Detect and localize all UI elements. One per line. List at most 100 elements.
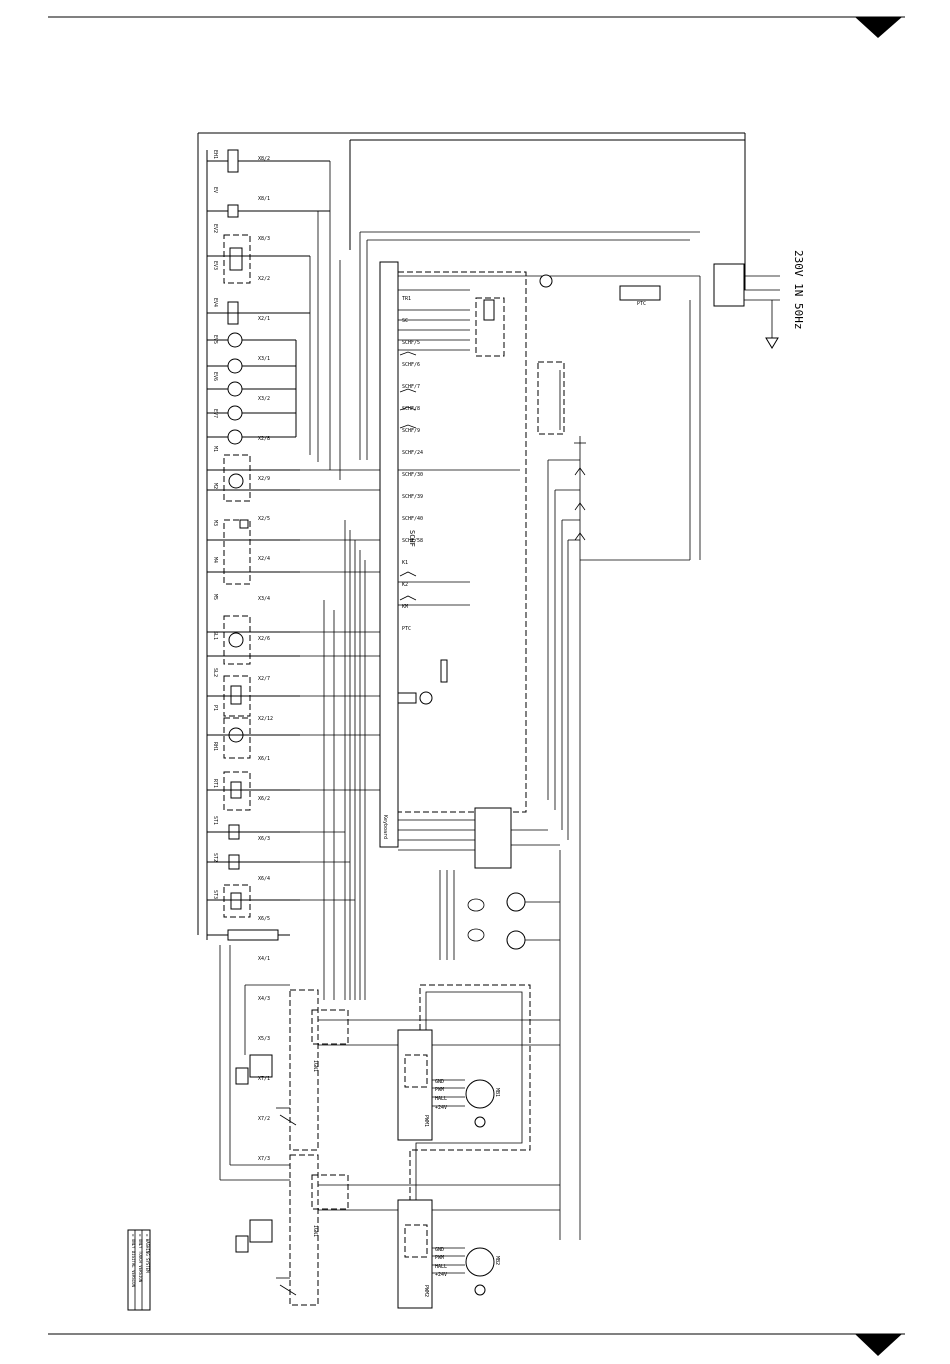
component-label-st3: ST3 (212, 890, 218, 899)
ptc-label: PTC (637, 301, 646, 307)
component-label-rh1: RH1 (212, 742, 218, 751)
component-label-schf-40: SCHF/40 (402, 516, 423, 522)
connector-label-x4-1: X4/1 (258, 956, 270, 962)
board-pin-rows (398, 289, 520, 606)
fan-terminal-hall-2: HALL (435, 1264, 447, 1270)
component-m2 (207, 615, 300, 665)
component-label-km: KM (402, 604, 408, 610)
pwm-controller-1: PWM1 GND PWM HALL +24V MB1 (397, 1029, 500, 1141)
component-label-p1: P1 (212, 705, 218, 711)
connector-label-x2-2: X2/2 (258, 276, 270, 282)
fan-terminal-hall: HALL (435, 1096, 447, 1102)
keyboard-label: Keyboard (382, 815, 388, 839)
pwm2-label: PWM2 (423, 1285, 429, 1297)
component-ev2 (207, 234, 310, 284)
connector-label-x7-3: X7/3 (258, 1156, 270, 1162)
triangle-down-icon (855, 17, 902, 38)
component-label-schf-6: SCHF/6 (402, 362, 420, 368)
component-label-sl2: SL2 (212, 668, 218, 677)
component-bottom-sensor (207, 929, 290, 941)
upper-motors (439, 870, 560, 960)
connector-label-x6-2: X6/2 (258, 796, 270, 802)
component-label-ev4: EV4 (212, 298, 218, 307)
component-label-m2: M2 (212, 483, 218, 489)
component-label-schf-5: SCHF/5 (402, 340, 420, 346)
fan-label: MB1 (494, 1088, 500, 1097)
component-ev3 (207, 301, 310, 325)
component-sl1 (207, 675, 300, 717)
connector-label-x2-8: X2/8 (258, 436, 270, 442)
connector-label-x8-1: X8/1 (258, 196, 270, 202)
connector-label-x6-4: X6/4 (258, 876, 270, 882)
connector-label-x2-7: X2/7 (258, 676, 270, 682)
connector-label-x3-2: X3/2 (258, 396, 270, 402)
legend-row-3: = WASHING SYSTEM (145, 1234, 150, 1273)
connector-label-x6-3: X6/3 (258, 836, 270, 842)
component-rt1 (207, 824, 300, 840)
component-label-k2: K2 (402, 582, 408, 588)
lower-left-wiring (219, 945, 290, 1181)
connector-label-x2-4: X2/4 (258, 556, 270, 562)
component-label-ev2: EV2 (212, 224, 218, 233)
connector-label-x6-5: X6/5 (258, 916, 270, 922)
fan-motors (207, 332, 297, 445)
connector-label-x8-2: X8/2 (258, 156, 270, 162)
fan-terminal-gnd: GND (435, 1079, 444, 1085)
fan-terminal-24v: +24V (435, 1105, 447, 1111)
schf-board: SCHF Keyboard (379, 261, 527, 848)
component-label-schf-7: SCHF/7 (402, 384, 420, 390)
component-label-schf-9: SCHF/9 (402, 428, 420, 434)
triangle-down-icon (855, 1334, 902, 1356)
component-m1 (207, 454, 300, 502)
connector-label-x2-5: X2/5 (258, 516, 270, 522)
component-label-schf-8: SCHF/8 (402, 406, 420, 412)
component-rh1 (207, 854, 300, 870)
pwm-loop-wiring (409, 560, 581, 1240)
board-switches (399, 351, 417, 601)
ignition-module-2: IGN1 (235, 1154, 560, 1306)
component-label-st2: ST2 (212, 853, 218, 862)
fan-terminal-24v-2: +24V (435, 1272, 447, 1278)
connector-label-x2-9: X2/9 (258, 476, 270, 482)
ign-label: IGN1 (312, 1060, 318, 1072)
component-label-ev7: EV7 (212, 409, 218, 418)
component-ev (207, 204, 330, 218)
component-label-m5: M5 (212, 594, 218, 600)
component-label-sc: SC (402, 318, 408, 324)
component-label-k1: K1 (402, 560, 408, 566)
connector-label-x3-4: X3/4 (258, 596, 270, 602)
fan-terminal-pwm: PWM (435, 1087, 444, 1093)
connector-label-x2-1: X2/1 (258, 316, 270, 322)
connector-label-x2-12: X2/12 (258, 716, 273, 722)
connector-label-x7-2: X7/2 (258, 1116, 270, 1122)
connector-label-x6-1: X6/1 (258, 756, 270, 762)
board-label: SCHF (408, 530, 416, 547)
connector-label-x7-1: X7/1 (258, 1076, 270, 1082)
component-label-st1: ST1 (212, 816, 218, 825)
legend-row-2: = ONLY TOUCH VERSION (138, 1234, 143, 1283)
component-p1 (207, 717, 300, 759)
component-label-ev6: EV6 (212, 372, 218, 381)
component-st1 (207, 884, 300, 918)
component-label-ev: EV (212, 187, 218, 193)
thermistor-probe (397, 691, 433, 705)
component-label-m3: M3 (212, 520, 218, 526)
legend: = ONLY DIGITAL VERSION = ONLY TOUCH VERS… (127, 1229, 151, 1311)
connector-label-x5-3: X5/3 (258, 1036, 270, 1042)
component-label-ev3: EV3 (212, 261, 218, 270)
component-led-board (207, 519, 300, 585)
ignition-module-1: IGN1 (235, 989, 560, 1151)
fan-terminal-pwm-2: PWM (435, 1255, 444, 1261)
legend-row-1: = ONLY DIGITAL VERSION (131, 1234, 136, 1288)
supply-label: 230V 1N 50Hz (792, 250, 805, 329)
component-label-tr1: TR1 (402, 296, 411, 302)
component-label-m1: M1 (212, 446, 218, 452)
component-label-eh1: EH1 (212, 150, 218, 159)
connector-label-x2-6: X2/6 (258, 636, 270, 642)
pwm-controller-2: PWM2 GND PWM HALL +24V MB2 (397, 1199, 500, 1309)
component-label-ev5: EV5 (212, 335, 218, 344)
fan-terminal-gnd-2: GND (435, 1247, 444, 1253)
component-eh1 (207, 149, 330, 173)
component-label-schf-30: SCHF/30 (402, 472, 423, 478)
